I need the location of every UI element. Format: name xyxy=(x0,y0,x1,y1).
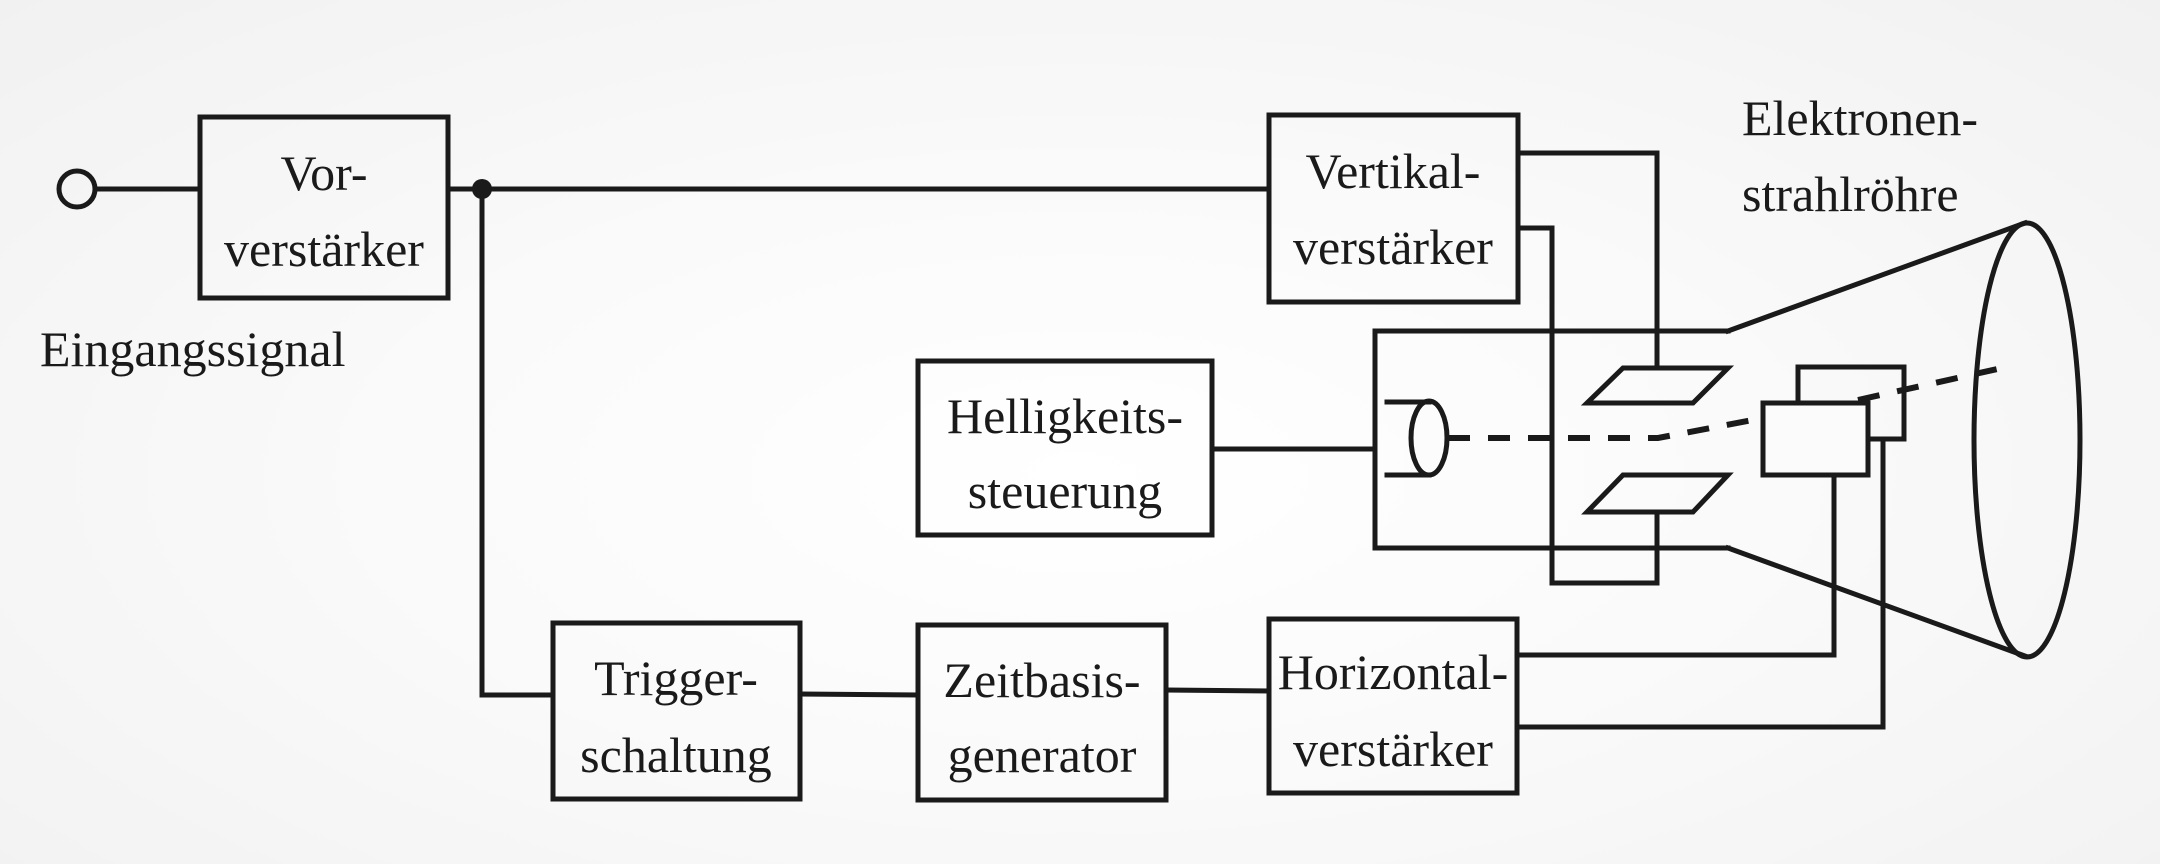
tube-cone-top xyxy=(1724,219,2029,335)
wire-vertical-upper-plate xyxy=(1515,150,1660,371)
wire-trigger-timebase xyxy=(797,691,921,698)
block-vertical-amp-line1: Vertikal- xyxy=(1306,143,1481,199)
electron-beam-2 xyxy=(1857,365,2003,403)
electron-gun xyxy=(1408,398,1450,478)
wire-timebase-horizontal xyxy=(1163,687,1272,694)
block-trigger-line2: schaltung xyxy=(580,727,772,783)
block-vertical-amp-line2: verstärker xyxy=(1293,219,1493,275)
block-trigger: Trigger- schaltung xyxy=(550,620,803,802)
block-timebase-line2: generator xyxy=(948,727,1137,783)
tube-label-line2: strahlröhre xyxy=(1742,166,1959,222)
tube-screen xyxy=(1971,220,2083,660)
electron-beam-1 xyxy=(1448,415,1764,441)
wire-junction-trigger xyxy=(479,186,556,698)
input-terminal xyxy=(56,168,98,210)
block-timebase: Zeitbasis- generator xyxy=(915,622,1169,803)
block-vertical-amp: Vertikal- verstärker xyxy=(1266,112,1521,305)
block-brightness-line2: steuerung xyxy=(968,463,1162,519)
tube-neck xyxy=(1372,328,1731,551)
block-horizontal-amp-line2: verstärker xyxy=(1293,721,1493,777)
block-preamp: Vor- verstärker xyxy=(197,114,451,301)
wire-vertical-lower-plate xyxy=(1515,225,1660,586)
tube-label-line1: Elektronen- xyxy=(1742,90,1978,146)
block-preamp-line2: verstärker xyxy=(224,221,424,277)
wire-horizontal-front-plate xyxy=(1514,472,1837,658)
block-horizontal-amp: Horizontal- verstärker xyxy=(1266,616,1520,796)
block-brightness: Helligkeits- steuerung xyxy=(915,358,1215,538)
block-brightness-line1: Helligkeits- xyxy=(947,388,1183,444)
wire-horizontal-back-plate xyxy=(1514,436,1886,730)
block-preamp-line1: Vor- xyxy=(281,145,368,201)
block-horizontal-amp-line1: Horizontal- xyxy=(1278,644,1508,700)
input-label: Eingangssignal xyxy=(40,321,346,377)
horizontal-plate-front xyxy=(1760,400,1871,478)
block-trigger-line1: Trigger- xyxy=(594,650,758,706)
block-timebase-line1: Zeitbasis- xyxy=(943,652,1140,708)
vertical-plate-lower xyxy=(1581,472,1734,515)
vertical-plate-upper xyxy=(1580,365,1735,406)
crt-tube xyxy=(1372,219,2083,660)
tube-cone-bottom xyxy=(1724,544,2029,660)
